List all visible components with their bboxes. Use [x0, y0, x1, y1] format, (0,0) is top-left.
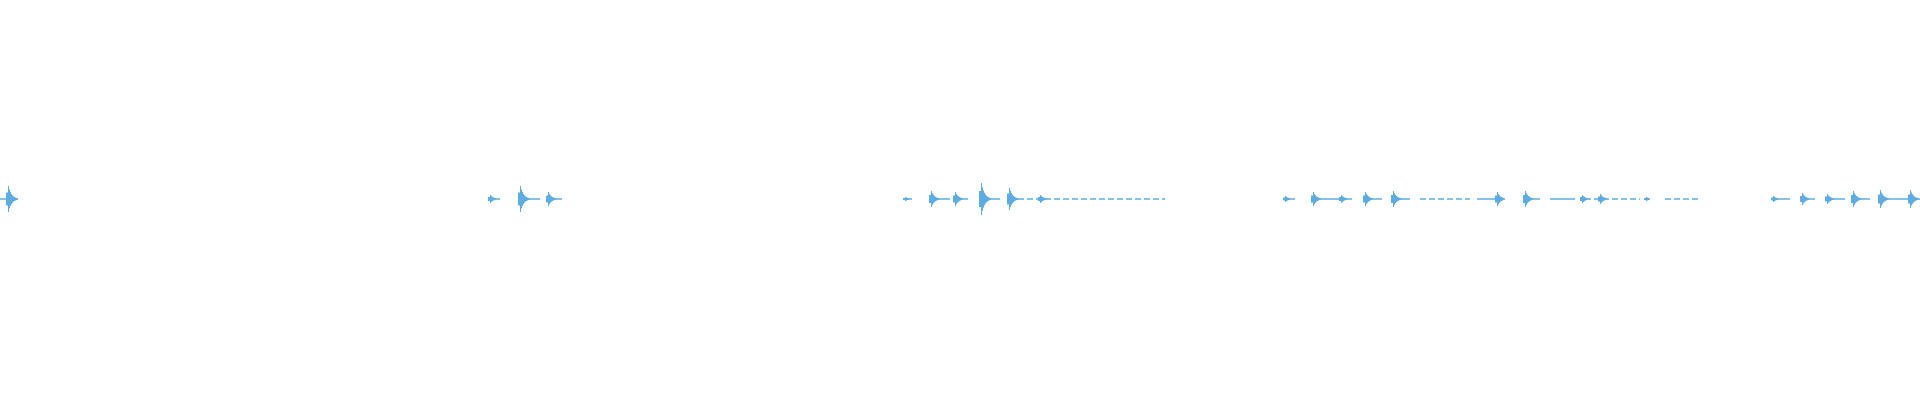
waveform-burst: [6, 186, 18, 212]
waveform-burst: [1495, 192, 1505, 206]
waveform-burst: [1339, 195, 1348, 203]
waveform-burst: [1644, 197, 1650, 201]
waveform-burst: [1908, 190, 1919, 208]
waveform-burst: [546, 192, 556, 206]
waveform-burst: [1771, 196, 1779, 202]
waveform-burst: [979, 183, 991, 215]
waveform-burst: [1311, 192, 1321, 206]
waveform-burst: [953, 192, 963, 206]
waveform-burst: [518, 186, 530, 212]
waveform-burst: [1038, 195, 1047, 203]
waveform-burst: [1825, 194, 1834, 204]
waveform-burst: [1523, 191, 1534, 207]
waveform-burst: [1851, 191, 1862, 207]
waveform-burst: [488, 195, 497, 203]
waveform-burst: [1283, 196, 1291, 202]
waveform-burst: [1598, 194, 1607, 204]
waveform-burst: [903, 197, 909, 201]
waveform-burst: [1580, 195, 1589, 203]
waveform-burst: [929, 191, 940, 207]
waveform-burst: [1391, 191, 1402, 207]
waveform-burst: [1363, 192, 1373, 206]
waveform-burst: [1007, 188, 1019, 210]
waveform-burst: [1878, 190, 1889, 208]
waveform-burst: [1800, 193, 1810, 205]
